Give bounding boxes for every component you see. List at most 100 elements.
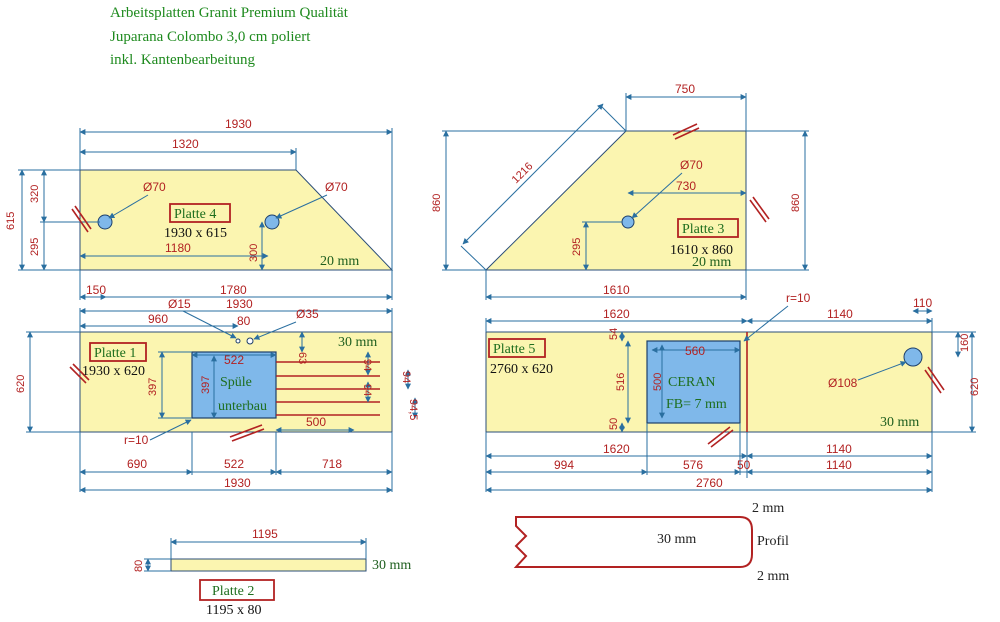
p5-fb-label: FB= 7 mm	[666, 397, 727, 412]
edge-mark	[71, 208, 89, 233]
p2-dim-h: 80	[133, 560, 145, 572]
edge-profile: 30 mm 2 mm Profil 2 mm	[513, 501, 789, 584]
p1-dim-500: 500	[306, 415, 326, 429]
p3-dim-top: 750	[675, 82, 695, 96]
p5-dim-54: 54	[608, 328, 620, 340]
p5-dim-b2760: 2760	[696, 476, 723, 490]
plate-5: 1620 r=10 1140 110 160 560 54 516 500 50…	[485, 291, 981, 493]
p1-name: Platte 1	[94, 346, 136, 361]
p1-dim-top: 1930	[226, 297, 253, 311]
header-line-3: inkl. Kantenbearbeitung	[110, 52, 255, 68]
p1-dim-height: 620	[15, 375, 27, 393]
p4-dim-top: 1930	[225, 117, 252, 131]
p1-dim-b690: 690	[127, 457, 147, 471]
p5-dim-b1620: 1620	[603, 442, 630, 456]
p1-dim-63: 63	[296, 352, 308, 364]
edge-mark	[672, 123, 698, 136]
p1-sink-label-1: Spüle	[220, 375, 252, 390]
p5-dim-500: 500	[652, 373, 664, 391]
profile-edge-top: 2 mm	[752, 501, 784, 516]
p1-dim-94a: 94	[361, 359, 373, 371]
edge-mark	[752, 196, 770, 220]
p5-dim-b50: 50	[737, 458, 751, 472]
p3-name-box	[677, 218, 739, 238]
edge-mark	[74, 205, 92, 230]
p4-name: Platte 4	[174, 207, 216, 222]
p4-dim-vert: 300	[248, 244, 260, 262]
dimension-line	[462, 103, 604, 245]
p1-dim-397b: 397	[200, 376, 212, 394]
dimension-line	[253, 321, 297, 340]
p4-dim-left-upper: 320	[29, 185, 41, 203]
p5-dim-height: 620	[969, 378, 981, 396]
profile-thickness: 30 mm	[657, 532, 696, 547]
p5-dim-110: 110	[913, 296, 932, 310]
p1-dim-94d: 94,5	[407, 399, 419, 420]
p3-size: 1610 x 860	[670, 243, 733, 258]
dimension-line	[182, 310, 237, 339]
p1-sink-label-2: unterbau	[218, 399, 267, 414]
p1-dim-b718: 718	[322, 457, 342, 471]
p2-dim-top: 1195	[252, 527, 278, 541]
p1-dim-522t: 522	[224, 353, 244, 367]
edge-mark	[69, 366, 87, 384]
plate-1: 1930 960 Ø15 80 Ø35 522 63 94 94 94 94,5…	[15, 297, 419, 493]
edge-mark	[674, 127, 700, 140]
p1-dim-b522: 522	[224, 457, 244, 471]
p5-dim-516: 516	[615, 373, 627, 391]
plate-5-hole	[903, 347, 923, 367]
p2-size: 1195 x 80	[206, 603, 261, 618]
p1-dim-94b: 94	[400, 371, 412, 383]
p3-dim-diag: 1216	[510, 160, 536, 186]
p3-dim-bottom: 1610	[603, 283, 630, 297]
profile-shape	[513, 516, 753, 568]
tap-hole-small	[235, 338, 241, 344]
p4-dim-left-total: 615	[5, 212, 17, 230]
header-line-2: Juparana Colombo 3,0 cm poliert	[110, 29, 311, 45]
p3-hole-label: Ø70	[680, 158, 703, 172]
p1-dim-b1930: 1930	[224, 476, 251, 490]
p2-name-box	[199, 579, 275, 601]
p1-dim-d35: Ø35	[296, 307, 319, 321]
dimension-line	[460, 245, 487, 271]
p4-name-box	[169, 203, 231, 223]
plate-1-sink	[191, 351, 277, 419]
p5-dim-b1140b: 1140	[826, 458, 852, 472]
p4-thickness: 20 mm	[320, 254, 359, 269]
p3-name: Platte 3	[682, 222, 724, 237]
edge-mark	[231, 428, 265, 442]
p1-dim-80: 80	[237, 314, 251, 328]
p5-thickness: 30 mm	[880, 415, 919, 430]
header-line-1: Arbeitsplatten Granit Premium Qualität	[110, 5, 349, 21]
p5-size: 2760 x 620	[490, 362, 553, 377]
p3-dim-right: 860	[790, 194, 802, 212]
p3-dim-hoff: 730	[676, 179, 696, 193]
p3-dim-voff: 295	[571, 238, 583, 256]
p4-hole-left-label: Ø70	[143, 180, 166, 194]
edge-mark	[710, 429, 734, 448]
p5-name: Platte 5	[493, 342, 535, 357]
p4-size: 1930 x 615	[164, 226, 227, 241]
p1-dim-960: 960	[148, 312, 168, 326]
p1-size: 1930 x 620	[82, 364, 145, 379]
plate-4: 1930 1320 615 320 295 Ø70 Ø70 1180 300 P…	[5, 117, 394, 300]
plate-3: 750 1216 860 860 Ø70 730 295 Platte 3 16…	[431, 82, 809, 300]
p5-dim-top1620: 1620	[603, 307, 630, 321]
plate-2-slab	[170, 558, 367, 572]
p5-cooktop-label: CERAN	[668, 375, 715, 390]
p2-name: Platte 2	[212, 584, 254, 599]
p2-thickness: 30 mm	[372, 558, 411, 573]
dimension-line	[275, 194, 328, 219]
p1-thickness: 30 mm	[338, 335, 377, 350]
edge-mark	[229, 424, 263, 438]
p4-hole-right-label: Ø70	[325, 180, 348, 194]
dimension-line	[857, 361, 907, 381]
profile-label: Profil	[757, 534, 789, 549]
p5-dim-b994: 994	[554, 458, 574, 472]
edge-mark	[924, 369, 942, 394]
p5-name-box	[488, 338, 546, 358]
p5-hole-label: Ø108	[828, 376, 858, 390]
p5-dim-160: 160	[959, 334, 971, 352]
p4-dim-inner: 1180	[165, 241, 191, 255]
